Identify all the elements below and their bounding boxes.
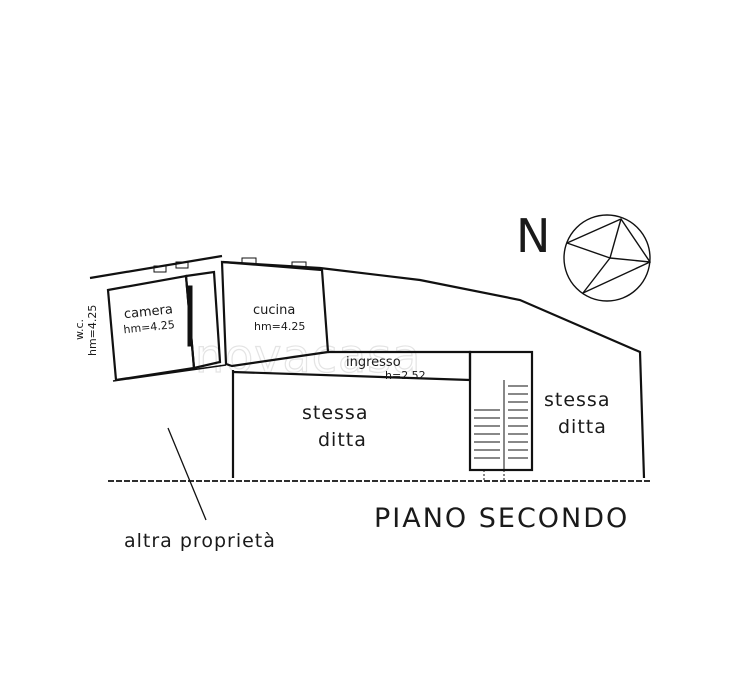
camera-upper-wall — [89, 254, 223, 280]
compass-line — [582, 257, 611, 294]
wc-name: w.c. — [73, 319, 86, 340]
outline-top-edge — [222, 260, 646, 479]
leader-line — [167, 427, 207, 521]
camera-lower-wall — [112, 364, 227, 382]
cucina-window — [241, 257, 257, 265]
plan-title: PIANO SECONDO — [374, 503, 629, 534]
stessa-ditta-right-line2: ditta — [558, 416, 607, 438]
north-arrow: N — [516, 209, 652, 302]
compass-line — [609, 218, 622, 259]
ingresso-name: ingresso — [346, 355, 401, 370]
stessa-ditta-right-line1: stessa — [544, 389, 610, 411]
altra-proprieta-label: altra proprietà — [124, 530, 276, 552]
stair-treads — [474, 385, 528, 459]
ingresso-height: h=2.52 — [385, 369, 426, 382]
camera-label-group: camera hm=4.25 — [123, 302, 175, 336]
camera-window — [153, 265, 167, 273]
cucina-height: hm=4.25 — [254, 320, 305, 333]
wc-label-group: w.c. hm=4.25 — [73, 305, 99, 356]
stair-block — [468, 350, 534, 480]
outline-interior-wall — [232, 370, 471, 382]
stessa-ditta-left-line1: stessa — [302, 402, 368, 424]
camera-name: camera — [123, 302, 173, 322]
wc-height: hm=4.25 — [86, 305, 99, 356]
cucina-name: cucina — [253, 303, 295, 318]
compass-line — [609, 257, 651, 263]
wc-wall-fill — [187, 285, 193, 347]
camera-height: hm=4.25 — [123, 318, 175, 336]
compass-line — [566, 242, 611, 259]
property-outline — [222, 260, 646, 479]
room-camera — [89, 254, 227, 382]
compass-rose-lines — [566, 218, 652, 294]
cucina-window — [291, 261, 307, 269]
north-letter: N — [516, 209, 550, 263]
camera-window — [175, 261, 189, 269]
cucina-walls — [220, 260, 330, 368]
room-cucina — [220, 257, 330, 368]
compass-circle — [563, 214, 651, 302]
stair-outline — [468, 350, 534, 472]
stessa-ditta-left-line2: ditta — [318, 429, 367, 451]
room-wc — [184, 270, 222, 370]
